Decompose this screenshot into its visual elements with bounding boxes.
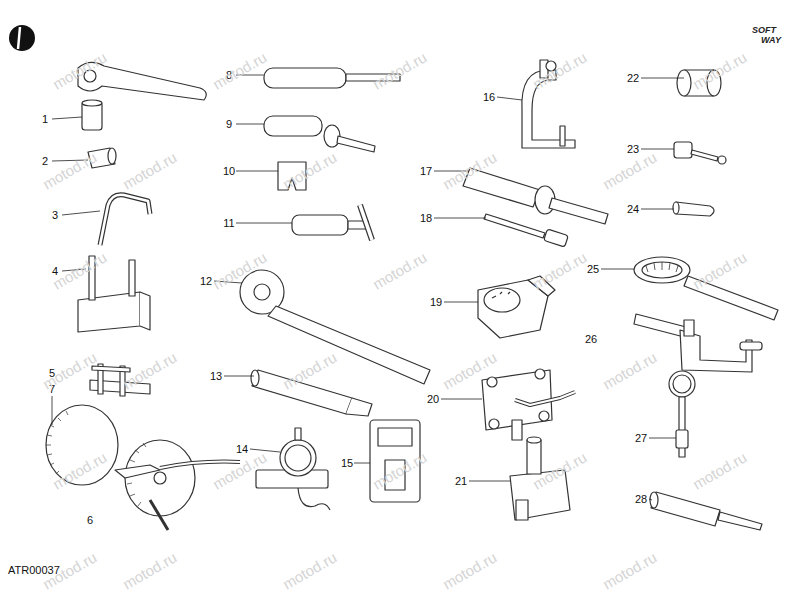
callout-number: 25	[587, 264, 599, 275]
callout-number: 6	[87, 515, 93, 526]
watermark: motod.ru	[211, 49, 270, 92]
callout-number: 21	[455, 476, 467, 487]
callout-number: 23	[627, 144, 639, 155]
watermark: motod.ru	[281, 549, 340, 592]
callout-number: 26	[585, 334, 597, 345]
callout-number: 11	[223, 218, 234, 229]
callout-number: 14	[236, 444, 248, 455]
watermark: motod.ru	[51, 249, 110, 292]
leader-lines	[52, 75, 684, 500]
watermark: motod.ru	[121, 149, 180, 192]
watermark: motod.ru	[121, 549, 180, 592]
callout-number: 13	[210, 371, 222, 382]
watermark: motod.ru	[441, 549, 500, 592]
callout-number: 10	[223, 166, 235, 177]
callout-number: 1	[42, 114, 48, 125]
callout-number: 12	[200, 276, 212, 287]
watermark: motod.ru	[531, 249, 590, 292]
callout-number: 24	[627, 204, 639, 215]
watermark: motod.ru	[691, 249, 750, 292]
callout-number: 28	[635, 494, 647, 505]
watermark: motod.ru	[41, 149, 100, 192]
logo-text: SOFT	[752, 26, 776, 35]
watermark: motod.ru	[601, 549, 660, 592]
callout-number: 22	[627, 73, 639, 84]
callout-number: 15	[341, 458, 353, 469]
callout-number: 2	[42, 156, 48, 167]
watermark: motod.ru	[601, 349, 660, 392]
watermark: motod.ru	[601, 149, 660, 192]
logo-text: WAY	[761, 36, 781, 45]
callout-number: 20	[427, 394, 439, 405]
callout-number: 3	[52, 210, 58, 221]
callout-number: 17	[420, 166, 432, 177]
watermark: motod.ru	[371, 49, 430, 92]
callout-number: 19	[430, 297, 442, 308]
callout-number: 16	[483, 92, 495, 103]
callout-number: 27	[635, 433, 647, 444]
watermark: motod.ru	[691, 449, 750, 492]
callout-number: 18	[420, 213, 432, 224]
callout-number: 9	[226, 119, 232, 130]
watermark: motod.ru	[371, 249, 430, 292]
